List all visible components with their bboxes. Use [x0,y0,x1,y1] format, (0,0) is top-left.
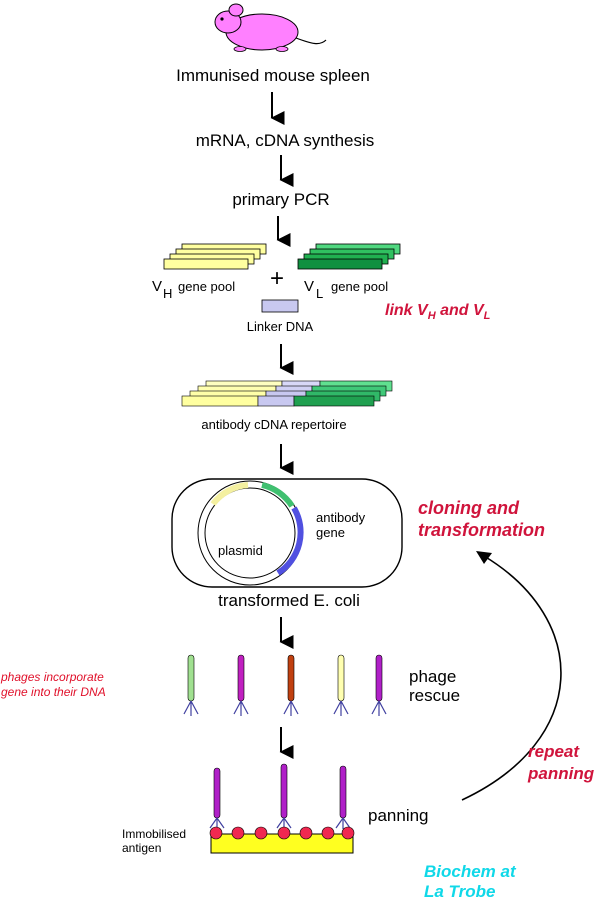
mouse-icon [214,3,327,52]
link-note: link VH and VL [385,302,491,322]
repeat-arrow-head [476,551,492,564]
vl-gene-pool-bars [297,243,401,270]
phages-note-2: gene into their DNA [1,685,106,699]
phages-note-1: phages incorporate [0,670,104,684]
vh-subscript: H [163,286,172,301]
step-cdna-label: mRNA, cDNA synthesis [196,131,375,150]
linker-bar [261,299,299,313]
phage-icon [333,654,349,716]
phage-icon [371,654,387,716]
antibody-gene-label-1: antibody [316,510,366,525]
repertoire-label: antibody cDNA repertoire [201,417,346,432]
step-spleen-label: Immunised mouse spleen [176,66,370,85]
repeat-note-2: panning [527,764,595,783]
plus-sign: + [270,265,284,292]
vh-letter: V [152,278,162,295]
antigen-label: antigen [122,841,161,855]
vl-subscript: L [316,286,323,301]
credit-2: La Trobe [424,882,495,901]
ecoli-label: transformed E. coli [218,591,360,610]
credit-1: Biochem at [424,862,517,881]
immobilised-label: Immobilised [122,827,186,841]
phage-rescue-label-2: rescue [409,686,460,705]
phage-icon [183,654,199,716]
antibody-cdna-repertoire-bars [181,380,393,407]
vl-gene-pool-label: gene pool [331,279,388,294]
vh-gene-pool-bars [163,243,267,270]
ecoli-cell [171,478,403,588]
repeat-arrow [461,555,562,801]
vl-letter: V [304,278,314,295]
linker-dna-label: Linker DNA [247,319,314,334]
cloning-note-2: transformation [418,520,545,540]
phage-row [183,654,387,716]
cloning-note-1: cloning and [418,498,520,518]
antigen-dots [209,826,355,840]
bound-phages [209,763,351,829]
repeat-note-1: repeat [528,742,580,761]
antibody-gene-label-2: gene [316,525,345,540]
phage-icon [233,654,249,716]
phage-icon [283,654,299,716]
phage-rescue-label-1: phage [409,667,456,686]
panning-label: panning [368,806,429,825]
vh-gene-pool-label: gene pool [178,279,235,294]
step-pcr-label: primary PCR [232,190,329,209]
plasmid-label: plasmid [218,543,263,558]
